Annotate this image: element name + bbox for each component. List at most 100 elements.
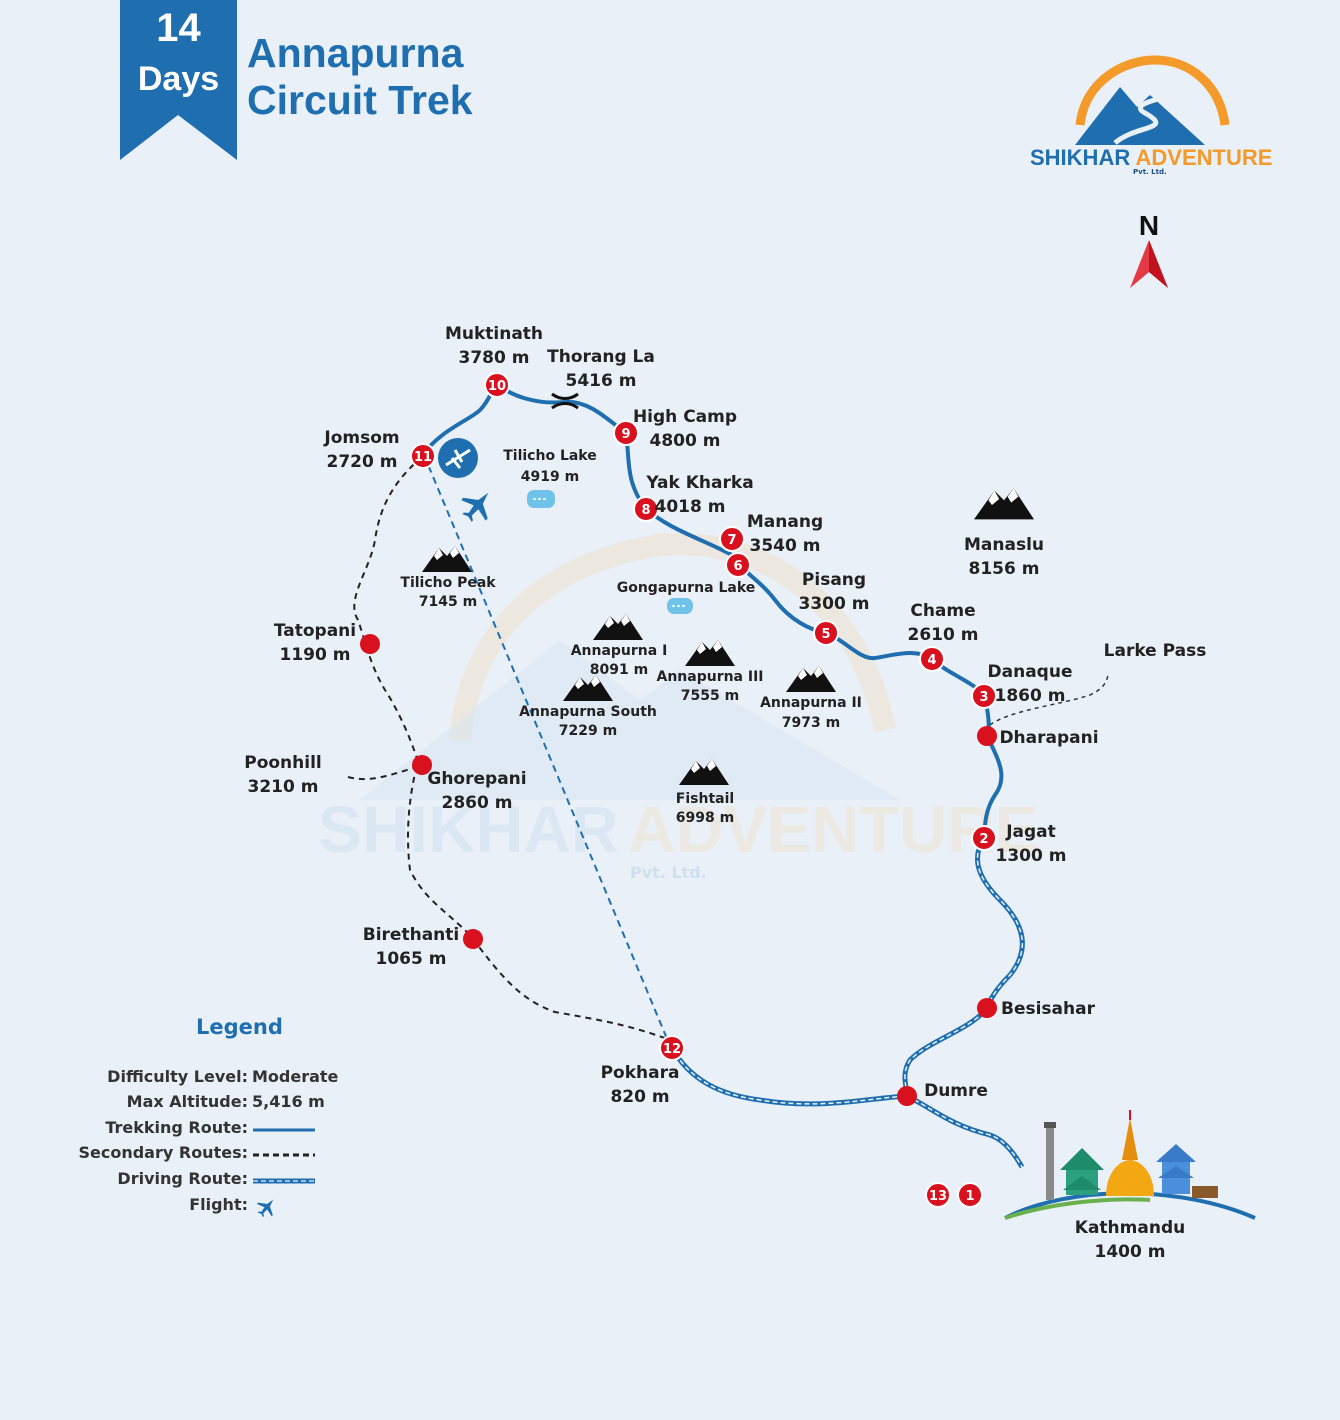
stop-alt: 5416 m bbox=[566, 371, 637, 391]
stop-name: Danaque bbox=[988, 662, 1073, 682]
stop-alt: 1860 m bbox=[995, 686, 1066, 706]
stop-alt: 2610 m bbox=[908, 625, 979, 645]
logo-mountain-icon bbox=[1075, 55, 1230, 145]
stop-marker-jagat: 2 bbox=[971, 825, 997, 851]
lake-name: Gongapurna Lake bbox=[617, 580, 756, 596]
stop-number: 3 bbox=[979, 690, 988, 705]
legend-row-altitude: Max Altitude: 5,416 m bbox=[60, 1092, 360, 1114]
stop-name: Yak Kharka bbox=[645, 473, 753, 493]
airport-icon bbox=[438, 438, 478, 478]
title-badge: 14 Days bbox=[120, 0, 237, 160]
lake-altitude: 4919 m bbox=[521, 469, 579, 485]
legend-difficulty-key: Difficulty Level: bbox=[107, 1067, 248, 1086]
legend-driving-key: Driving Route: bbox=[117, 1169, 248, 1188]
stop-number: 1 bbox=[965, 1189, 974, 1204]
stop-name: Chame bbox=[910, 601, 975, 621]
legend-title: Legend bbox=[196, 1015, 283, 1039]
logo-text-part1: SHIKHAR bbox=[1030, 145, 1131, 170]
stop-dot-tatopani bbox=[360, 634, 380, 654]
title-line-1: Annapurna bbox=[247, 30, 464, 76]
stop-name: Jomsom bbox=[323, 428, 399, 448]
watermark-text-2: ADVENTURE bbox=[628, 792, 1039, 866]
peak-altitude: 8156 m bbox=[969, 559, 1040, 579]
stop-number: 7 bbox=[727, 533, 736, 548]
stop-name: Larke Pass bbox=[1104, 641, 1207, 661]
logo-text-part2: ADVENTURE bbox=[1135, 145, 1273, 170]
legend-row-difficulty: Difficulty Level: Moderate bbox=[60, 1067, 360, 1089]
stop-marker-muktinath: 10 bbox=[484, 372, 510, 398]
stop-name: Thorang La bbox=[547, 347, 655, 367]
stop-marker-manang: 7 bbox=[719, 526, 745, 552]
mountain-icon-annapurna-iii bbox=[685, 640, 735, 666]
stop-dot-ghorepani bbox=[412, 755, 432, 775]
stop-alt: 1065 m bbox=[376, 949, 447, 969]
stop-number: 5 bbox=[821, 627, 830, 642]
mountain-icon-annapurna-i bbox=[593, 614, 643, 640]
stop-marker-kathmandu-1: 1 bbox=[957, 1182, 983, 1208]
mountain-icon-annapurna-ii bbox=[786, 666, 836, 692]
mountains bbox=[422, 488, 1034, 785]
legend-row-driving: Driving Route: bbox=[60, 1169, 360, 1191]
stop-number: 13 bbox=[929, 1189, 947, 1204]
pass-icon bbox=[551, 392, 579, 410]
stop-marker-pisang: 6 bbox=[725, 552, 751, 578]
stop-name: Ghorepani bbox=[427, 769, 526, 789]
stop-alt: 2720 m bbox=[327, 452, 398, 472]
peak-altitude: 6998 m bbox=[676, 810, 734, 826]
peak-altitude: 8091 m bbox=[590, 662, 648, 678]
stop-alt: 1190 m bbox=[280, 645, 351, 665]
legend-trekking-swatch bbox=[253, 1128, 315, 1132]
stop-dot-dumre bbox=[897, 1086, 917, 1106]
stop-number: 6 bbox=[733, 559, 742, 574]
ribbon-shape bbox=[120, 0, 237, 160]
driving-route bbox=[669, 836, 1025, 1169]
legend-secondary-key: Secondary Routes: bbox=[78, 1143, 248, 1162]
stop-number: 8 bbox=[641, 503, 650, 518]
peak-altitude: 7229 m bbox=[559, 723, 617, 739]
stop-alt: 2860 m bbox=[442, 793, 513, 813]
stop-alt: 4800 m bbox=[650, 431, 721, 451]
legend-row-secondary: Secondary Routes: bbox=[60, 1143, 360, 1165]
stop-alt: 3540 m bbox=[750, 536, 821, 556]
stop-name: Muktinath bbox=[445, 324, 543, 344]
peak-altitude: 7973 m bbox=[782, 715, 840, 731]
watermark: SHIKHAR ADVENTURE Pvt. Ltd. bbox=[318, 533, 1039, 882]
stop-name: Poonhill bbox=[244, 753, 322, 773]
lake-gongapurna-icon bbox=[667, 598, 693, 614]
peak-altitude: 7555 m bbox=[681, 688, 739, 704]
stop-dot-dharapani bbox=[977, 726, 997, 746]
stop-marker-danaque: 4 bbox=[919, 646, 945, 672]
stop-name: Pisang bbox=[802, 570, 866, 590]
stop-name: Kathmandu bbox=[1075, 1218, 1185, 1238]
stop-marker-kathmandu-0: 13 bbox=[925, 1182, 951, 1208]
stop-alt: 820 m bbox=[610, 1087, 669, 1107]
legend-row-flight: Flight: bbox=[60, 1195, 360, 1217]
stop-number: 4 bbox=[927, 653, 936, 668]
stop-name: Jagat bbox=[1005, 822, 1056, 842]
lake-name: Tilicho Lake bbox=[503, 448, 597, 464]
title-line-2: Circuit Trek bbox=[247, 77, 473, 123]
logo-sub: Pvt. Ltd. bbox=[1133, 168, 1167, 176]
mountain-icon-annapurna-south bbox=[563, 675, 613, 701]
north-arrow: N bbox=[1125, 210, 1175, 295]
stop-alt: 1400 m bbox=[1095, 1242, 1166, 1262]
stop-marker-chame: 5 bbox=[813, 620, 839, 646]
stop-number: 11 bbox=[414, 450, 432, 465]
stop-number: 10 bbox=[488, 379, 506, 394]
stop-marker-high-camp: 9 bbox=[613, 420, 639, 446]
days-label: Days bbox=[137, 60, 220, 98]
stop-marker-pokhara: 12 bbox=[659, 1035, 685, 1061]
flight-route bbox=[423, 454, 671, 1047]
secondary-route-poonhill bbox=[347, 765, 421, 781]
brand-logo: SHIKHAR ADVENTURE Pvt. Ltd. bbox=[1025, 55, 1275, 180]
peak-name: Annapurna South bbox=[519, 704, 657, 720]
legend-flight-key: Flight: bbox=[189, 1195, 248, 1214]
legend-trekking-key: Trekking Route: bbox=[105, 1118, 248, 1137]
stop-alt: 4018 m bbox=[655, 497, 726, 517]
stop-number: 2 bbox=[979, 832, 988, 847]
stop-number: 12 bbox=[663, 1042, 681, 1057]
legend-altitude-value: 5,416 m bbox=[252, 1092, 325, 1111]
stop-alt: 3780 m bbox=[459, 348, 530, 368]
